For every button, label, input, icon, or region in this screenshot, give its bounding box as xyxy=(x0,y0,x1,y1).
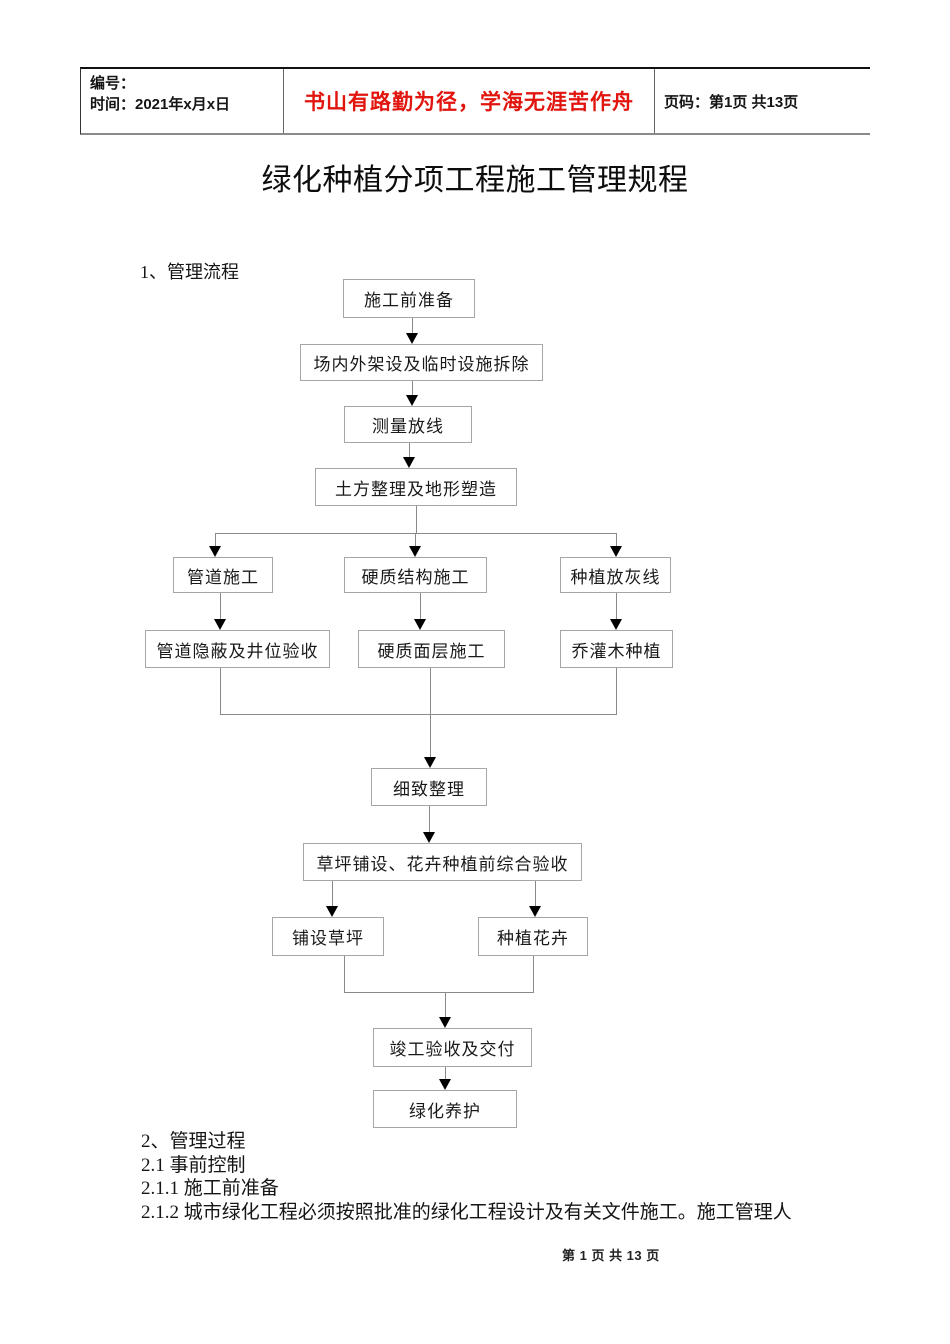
flow-node-planting-lime-line: 种植放灰线 xyxy=(560,557,671,593)
arrow-down-icon xyxy=(610,546,622,557)
flow-node-flower-planting: 种植花卉 xyxy=(478,917,588,956)
flow-connector xyxy=(409,443,410,457)
page-info-label: 页码：第1页 共13页 xyxy=(664,93,799,111)
flow-connector xyxy=(445,992,446,1017)
arrow-down-icon xyxy=(439,1079,451,1090)
flow-node-tree-shrub-planting: 乔灌木种植 xyxy=(560,630,673,668)
flow-connector xyxy=(429,806,430,832)
paragraph: 2.1.1 施工前准备 xyxy=(141,1178,279,1200)
arrow-down-icon xyxy=(209,546,221,557)
arrow-down-icon xyxy=(423,832,435,843)
header-page-cell: 页码：第1页 共13页 xyxy=(655,69,870,133)
arrow-down-icon xyxy=(409,546,421,557)
flow-node-greening-maintenance: 绿化养护 xyxy=(373,1090,517,1128)
arrow-down-icon xyxy=(414,619,426,630)
paragraph: 2、管理过程 xyxy=(141,1131,246,1152)
arrow-down-icon xyxy=(439,1017,451,1028)
flow-node-lawn-laying: 铺设草坪 xyxy=(272,917,384,956)
flow-node-fine-grading: 细致整理 xyxy=(371,768,487,806)
footer-page-number: 第 1 页 共 13 页 xyxy=(562,1248,660,1263)
doc-time-label: 时间：2021年x月x日 xyxy=(90,96,231,113)
flow-node-survey-setting-out: 测量放线 xyxy=(344,406,472,443)
header-motto: 书山有路勤为径，学海无涯苦作舟 xyxy=(304,91,634,114)
arrow-down-icon xyxy=(610,619,622,630)
body-text-block: 2、管理过程 2.1 事前控制 2.1.1 施工前准备 2.1.2 城市绿化工程… xyxy=(141,1130,792,1225)
arrow-down-icon xyxy=(406,333,418,344)
flow-connector xyxy=(215,533,617,534)
flow-connector xyxy=(420,593,421,619)
arrow-down-icon xyxy=(403,457,415,468)
header-motto-cell: 书山有路勤为径，学海无涯苦作舟 xyxy=(283,69,655,133)
flow-node-earthwork-terrain-shaping: 土方整理及地形塑造 xyxy=(315,468,517,506)
header-table: 编号： 时间：2021年x月x日 书山有路勤为径，学海无涯苦作舟 页码：第1页 … xyxy=(80,67,870,135)
flow-connector xyxy=(220,593,221,619)
flow-connector xyxy=(533,956,534,992)
flow-node-scaffold-temp-facility-removal: 场内外架设及临时设施拆除 xyxy=(300,344,543,381)
flow-connector xyxy=(616,593,617,619)
paragraph: 2.1.2 城市绿化工程必须按照批准的绿化工程设计及有关文件施工。施工管理人 xyxy=(141,1202,792,1224)
header-left-cell: 编号： 时间：2021年x月x日 xyxy=(81,69,283,133)
flow-node-pipeline-construction: 管道施工 xyxy=(173,557,273,593)
arrow-down-icon xyxy=(406,395,418,406)
flow-connector xyxy=(220,714,617,715)
flow-connector xyxy=(215,533,216,546)
flow-node-completion-acceptance-delivery: 竣工验收及交付 xyxy=(373,1028,532,1067)
arrow-down-icon xyxy=(529,906,541,917)
flow-connector xyxy=(535,881,536,906)
flow-connector xyxy=(445,1067,446,1079)
flow-node-pre-planting-comprehensive-acceptance: 草坪铺设、花卉种植前综合验收 xyxy=(303,843,582,881)
flow-connector xyxy=(616,668,617,714)
document-title: 绿化种植分项工程施工管理规程 xyxy=(261,164,689,197)
doc-number-label: 编号： xyxy=(90,75,136,92)
flow-connector xyxy=(616,533,617,546)
arrow-down-icon xyxy=(214,619,226,630)
flow-connector xyxy=(344,992,534,993)
flow-node-pre-construction-preparation: 施工前准备 xyxy=(343,279,475,318)
flow-connector xyxy=(430,668,431,757)
flow-connector xyxy=(415,533,416,546)
paragraph: 2.1 事前控制 xyxy=(141,1154,246,1176)
flow-connector xyxy=(416,506,417,533)
flow-node-hard-structure-construction: 硬质结构施工 xyxy=(344,557,487,593)
flow-connector xyxy=(220,668,221,714)
flow-connector xyxy=(332,881,333,906)
section-1-heading: 1、管理流程 xyxy=(140,262,239,282)
flow-node-hard-surface-construction: 硬质面层施工 xyxy=(358,630,505,668)
flow-node-pipeline-concealment-acceptance: 管道隐蔽及井位验收 xyxy=(145,630,330,668)
flow-connector xyxy=(344,956,345,992)
flow-connector xyxy=(412,381,413,395)
arrow-down-icon xyxy=(326,906,338,917)
flow-connector xyxy=(412,318,413,333)
arrow-down-icon xyxy=(424,757,436,768)
